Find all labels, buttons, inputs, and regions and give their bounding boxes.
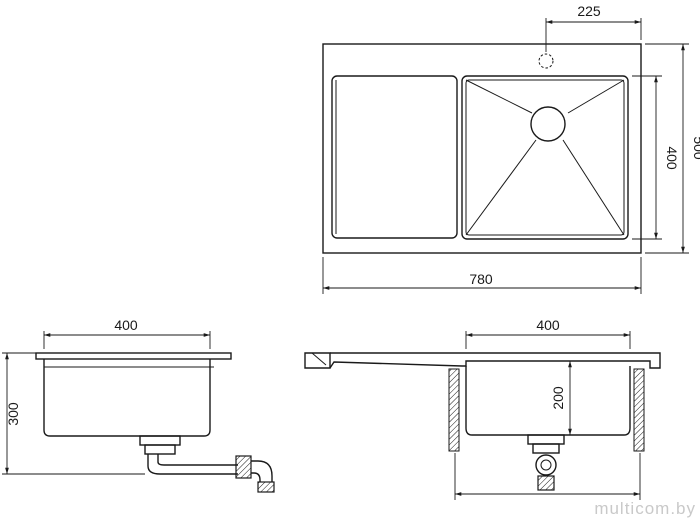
watermark: multicom.by — [594, 499, 696, 518]
slope-line — [562, 139, 625, 236]
dim-overall-width: 780 — [469, 271, 493, 287]
bowl-outline — [461, 75, 629, 240]
front-bowl — [43, 359, 211, 437]
countertop-outline — [322, 43, 642, 254]
dim-overall-depth: 500 — [691, 136, 700, 160]
slope-line — [465, 139, 537, 236]
slope-line — [465, 79, 533, 114]
side-bowl — [465, 366, 631, 436]
front-outlet-nut — [257, 481, 275, 493]
side-countertop — [304, 352, 331, 369]
dim-tap-offset: 225 — [577, 3, 601, 19]
dim-front-bowl-width: 400 — [114, 317, 138, 333]
drainboard — [331, 75, 458, 239]
side-outlet-nut — [537, 475, 555, 491]
front-trap-nut — [235, 455, 252, 479]
bowl-inner — [465, 79, 625, 236]
side-view: 400 200 — [304, 317, 661, 500]
dim-side-bowl-depth: 200 — [550, 386, 566, 410]
front-trap-pipe — [147, 454, 238, 475]
front-drain — [139, 435, 181, 446]
side-trap — [535, 454, 557, 476]
front-view: 400 300 — [2, 317, 275, 493]
dim-side-bowl-width: 400 — [536, 317, 560, 333]
side-drainboard — [329, 352, 661, 369]
tap-hole-icon — [538, 53, 554, 69]
side-drain — [527, 434, 565, 445]
dim-bowl-depth-top: 400 — [664, 146, 680, 170]
dim-front-height: 300 — [5, 402, 21, 426]
side-cabinet-wall — [448, 368, 460, 452]
front-flange — [35, 352, 232, 360]
side-cabinet-wall — [633, 368, 645, 452]
top-view: 225 400 500 780 — [322, 3, 700, 294]
slope-line — [567, 79, 625, 114]
drain-icon — [530, 106, 566, 142]
